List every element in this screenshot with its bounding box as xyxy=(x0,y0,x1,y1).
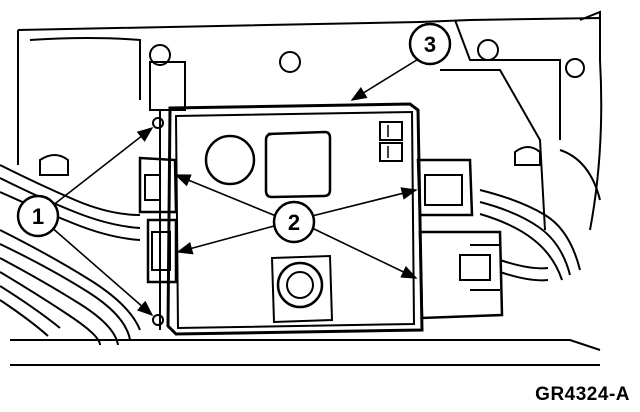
leader-1-to-top-screw xyxy=(51,127,154,207)
leader-2-to-right-top-connector xyxy=(311,187,418,217)
background-structure xyxy=(10,10,603,366)
leader-3-to-module xyxy=(350,57,421,101)
screw-bottom xyxy=(152,314,164,326)
svg-text:2: 2 xyxy=(288,210,300,235)
callout-3: 3 xyxy=(408,22,452,66)
figure-id: GR4324-A xyxy=(535,384,630,405)
leader-2-to-right-bottom-connector xyxy=(311,227,418,279)
callout-1: 1 xyxy=(16,194,60,238)
leader-lines xyxy=(49,57,421,317)
control-module xyxy=(166,102,424,336)
mounting-screws xyxy=(152,117,164,326)
connectors xyxy=(138,156,504,320)
svg-text:3: 3 xyxy=(424,32,436,57)
callout-2: 2 xyxy=(272,200,316,244)
leader-1-to-bottom-screw xyxy=(49,225,154,317)
screw-top xyxy=(152,117,164,129)
wire-harness xyxy=(0,149,601,346)
svg-text:1: 1 xyxy=(32,204,44,229)
leader-2-to-left-top-connector xyxy=(174,174,277,217)
leader-2-to-left-bottom-connector xyxy=(176,225,275,255)
